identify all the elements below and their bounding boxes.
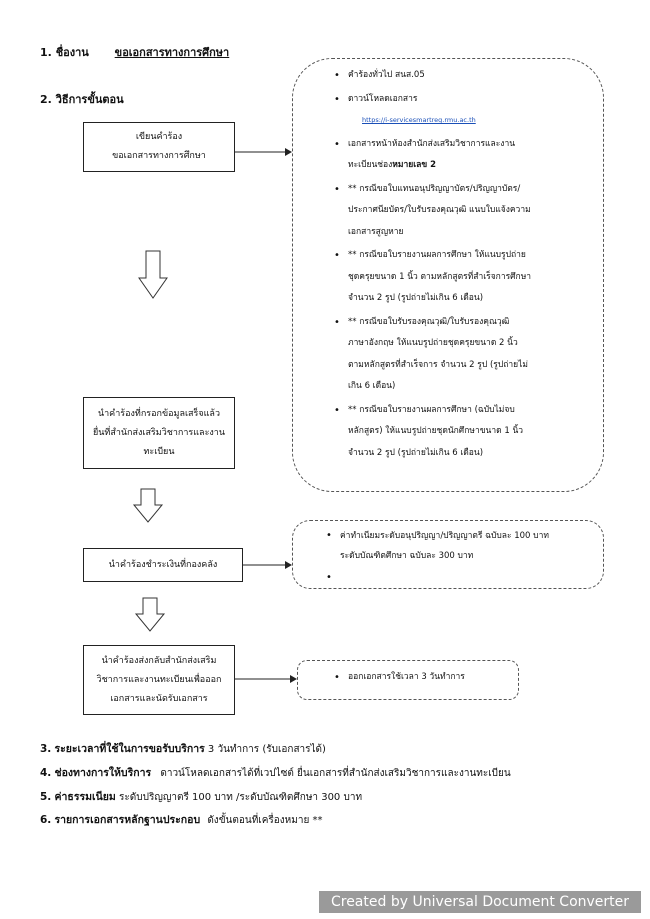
arrow-head bbox=[285, 561, 292, 569]
flow-step-3: นำคำร้องชำระเงินที่กองคลัง bbox=[83, 548, 243, 582]
section-5: 5. ค่าธรรมเนียม ระดับปริญญาตรี 100 บาท /… bbox=[40, 788, 362, 805]
issue-text: ออกเอกสารใช้เวลา 3 วันทำการ bbox=[348, 672, 465, 682]
fee-text: ค่าทำเนียมระดับอนุปริญญา/ปริญญาตรี ฉบับล… bbox=[340, 531, 549, 541]
section-label: ระยะเวลาที่ใช้ในการขอรับบริการ bbox=[54, 743, 205, 755]
section-value: ระดับปริญญาตรี 100 บาท /ระดับบัณฑิตศึกษา… bbox=[119, 792, 363, 803]
section-label: ค่าธรรมเนียม bbox=[54, 791, 116, 803]
arrow-head bbox=[285, 148, 292, 156]
flow-step-4: นำคำร้องส่งกลับสำนักส่งเสริม วิชาการและง… bbox=[83, 645, 235, 715]
flow-step-text: ยื่นที่สำนักส่งเสริมวิชาการและงาน bbox=[92, 427, 226, 438]
flow-step-2: นำคำร้องที่กรอกข้อมูลเสร็จแล้ว ยื่นที่สำ… bbox=[83, 397, 235, 469]
note-text: ** กรณีขอใบแทนอนุปริญญาบัตร/ปริญญาบัตร/ bbox=[348, 183, 521, 194]
section-1-heading: 1. ชื่องาน ขอเอกสารทางการศึกษา bbox=[40, 43, 229, 61]
fee-text: ระดับบัณฑิตศึกษา ฉบับละ 300 บาท bbox=[340, 551, 474, 561]
section-label: วิธีการขั้นตอน bbox=[55, 93, 124, 106]
section-2-heading: 2. วิธีการขั้นตอน bbox=[40, 90, 124, 108]
note-text: หลักสูตร) ให้แนบรูปถ่ายชุดนักศึกษาขนาด 1… bbox=[348, 426, 524, 436]
flow-step-text: ขอเอกสารทางการศึกษา bbox=[112, 151, 206, 161]
section-number: 2. bbox=[40, 93, 52, 106]
note-item: ** กรณีขอใบรายงานผลการศึกษา ให้แนบรูปถ่า… bbox=[334, 245, 595, 310]
fee-list: ค่าทำเนียมระดับอนุปริญญา/ปริญญาตรี ฉบับล… bbox=[322, 526, 602, 588]
section-value: 3 วันทำการ (รับเอกสารได้) bbox=[207, 744, 326, 755]
note-item: ** กรณีขอใบแทนอนุปริญญาบัตร/ปริญญาบัตร/ … bbox=[334, 179, 595, 244]
section-value: ดาวน์โหลดเอกสารได้ที่เวปไซต์ ยื่นเอกสารท… bbox=[160, 768, 511, 779]
note-item: ดาวน์โหลดเอกสาร https://i-servicesmartre… bbox=[334, 89, 595, 132]
service-name: ขอเอกสารทางการศึกษา bbox=[114, 46, 230, 59]
note-item: ** กรณีขอใบรับรองคุณวุฒิ/ใบรับรองคุณวุฒิ… bbox=[334, 312, 595, 398]
section-number: 6. bbox=[40, 814, 52, 826]
section-number: 5. bbox=[40, 791, 52, 803]
note-item: เอกสารหน้าห้องสำนักส่งเสริมวิชาการและงาน… bbox=[334, 134, 595, 177]
note-text: ** กรณีขอใบรายงานผลการศึกษา (ฉบับไม่จบ bbox=[348, 404, 515, 415]
note-text: จำนวน 2 รูป (รูปถ่ายไม่เกิน 6 เดือน) bbox=[348, 293, 484, 303]
section-number: 4. bbox=[40, 767, 52, 779]
flow-step-text: ทะเบียน bbox=[143, 446, 175, 457]
section-number: 3. bbox=[40, 743, 52, 755]
section-label: รายการเอกสารหลักฐานประกอบ bbox=[54, 814, 201, 826]
section-3: 3. ระยะเวลาที่ใช้ในการขอรับบริการ 3 วันท… bbox=[40, 740, 326, 757]
fee-item: ค่าทำเนียมระดับอนุปริญญา/ปริญญาตรี ฉบับล… bbox=[326, 526, 602, 566]
note-text: ประกาศนียบัตร/ใบรับรองคุณวุฒิ แนบใบแจ้งค… bbox=[348, 205, 531, 215]
down-arrow-icon bbox=[132, 488, 164, 523]
note-text: ** กรณีขอใบรับรองคุณวุฒิ/ใบรับรองคุณวุฒิ bbox=[348, 316, 510, 327]
flow-step-text: นำคำร้องส่งกลับสำนักส่งเสริม bbox=[101, 655, 217, 666]
note-item: คำร้องทั่วไป สนส.05 bbox=[334, 65, 595, 87]
note-text: เกิน 6 เดือน) bbox=[348, 381, 396, 391]
flow-step-text: เอกสารและนัดรับเอกสาร bbox=[110, 693, 208, 704]
fee-panel bbox=[292, 520, 604, 589]
section-4: 4. ช่องทางการให้บริการ ดาวน์โหลดเอกสารได… bbox=[40, 764, 511, 781]
down-arrow-icon bbox=[138, 250, 168, 299]
issue-item: ออกเอกสารใช้เวลา 3 วันทำการ bbox=[334, 667, 520, 689]
note-text: เอกสารสูญหาย bbox=[348, 226, 404, 237]
down-arrow-icon bbox=[134, 597, 166, 632]
flow-step-text: นำคำร้องชำระเงินที่กองคลัง bbox=[108, 559, 218, 570]
section-label: ช่องทางการให้บริการ bbox=[54, 767, 152, 779]
download-link[interactable]: https://i-servicesmartreg.rmu.ac.th bbox=[362, 116, 476, 124]
flow-step-text: นำคำร้องที่กรอกข้อมูลเสร็จแล้ว bbox=[97, 408, 221, 419]
note-text: ดาวน์โหลดเอกสาร bbox=[348, 93, 418, 104]
note-item: ** กรณีขอใบรายงานผลการศึกษา (ฉบับไม่จบ ห… bbox=[334, 400, 595, 465]
counter-number: หมายเลข 2 bbox=[392, 160, 437, 170]
converter-watermark: Created by Universal Document Converter bbox=[319, 891, 641, 913]
note-text: ตามหลักสูตรที่สำเร็จการ จำนวน 2 รูป (รูป… bbox=[348, 359, 529, 370]
issue-list: ออกเอกสารใช้เวลา 3 วันทำการ bbox=[330, 667, 520, 691]
flow-step-text: วิชาการและงานทะเบียนเพื่อออก bbox=[96, 674, 222, 685]
flow-step-text: เขียนคำร้อง bbox=[135, 132, 183, 142]
notes-list: คำร้องทั่วไป สนส.05 ดาวน์โหลดเอกสาร http… bbox=[330, 65, 595, 466]
note-text: ** กรณีขอใบรายงานผลการศึกษา ให้แนบรูปถ่า… bbox=[348, 250, 526, 260]
section-label: ชื่องาน bbox=[55, 46, 89, 59]
note-text: จำนวน 2 รูป (รูปถ่ายไม่เกิน 6 เดือน) bbox=[348, 447, 484, 458]
note-text: ทะเบียนช่อง bbox=[348, 160, 393, 170]
arrow-head bbox=[290, 675, 297, 683]
note-text: เอกสารหน้าห้องสำนักส่งเสริมวิชาการและงาน bbox=[348, 138, 516, 149]
section-6: 6. รายการเอกสารหลักฐานประกอบ ดังขั้นตอนท… bbox=[40, 811, 323, 828]
note-text: ชุดครุยขนาด 1 นิ้ว ตามหลักสูตรที่สำเร็จก… bbox=[348, 271, 532, 282]
note-text: ภาษาอังกฤษ ให้แนบรูปถ่ายชุดครุยขนาด 2 นิ… bbox=[348, 338, 518, 348]
notes-panel bbox=[292, 58, 604, 492]
section-value: ดังขั้นตอนที่เครื่องหมาย ** bbox=[207, 815, 323, 826]
note-text: คำร้องทั่วไป สนส.05 bbox=[348, 70, 425, 80]
section-number: 1. bbox=[40, 46, 52, 59]
flow-step-1: เขียนคำร้อง ขอเอกสารทางการศึกษา bbox=[83, 122, 235, 172]
